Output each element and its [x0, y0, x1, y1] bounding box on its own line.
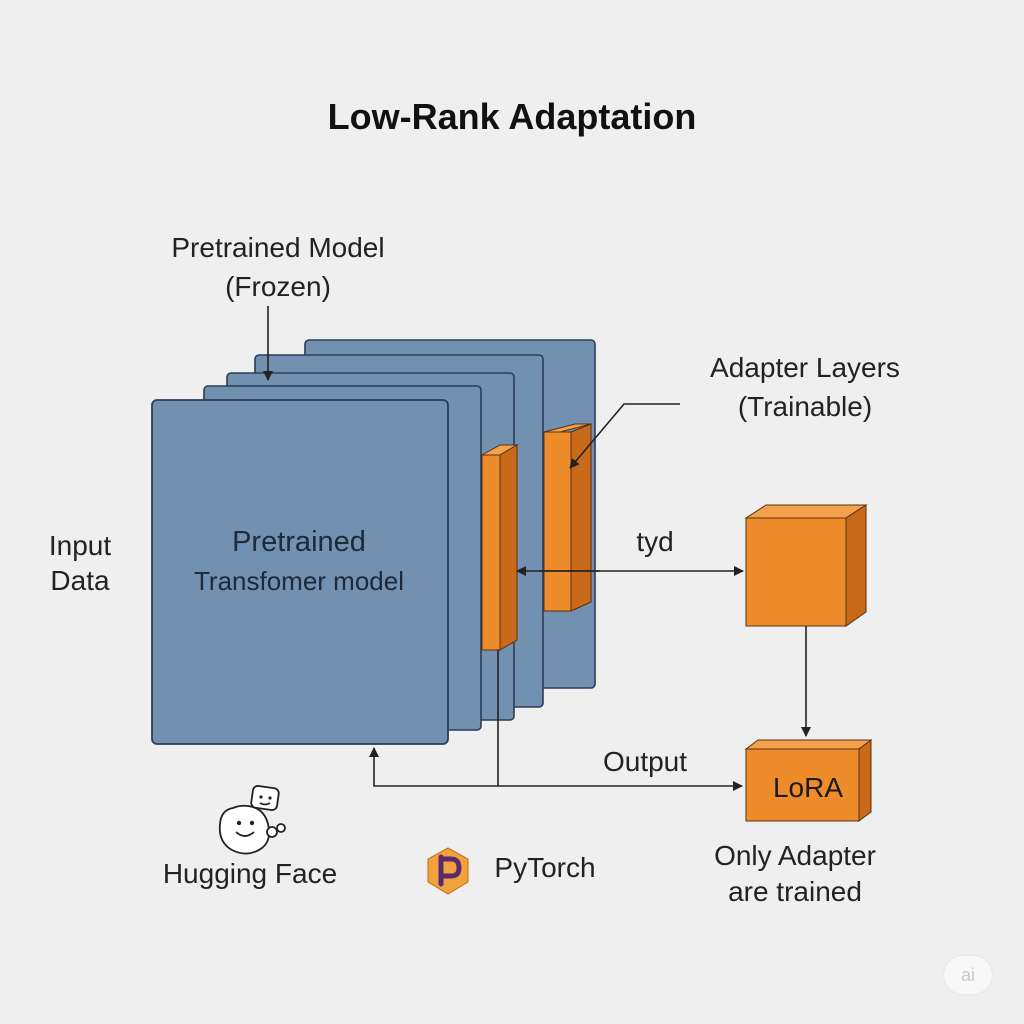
- model-box-title: Pretrained: [232, 526, 366, 558]
- hugging-face-icon: [218, 785, 286, 855]
- adapter-layers-label: Adapter Layers (Trainable): [680, 348, 930, 426]
- lora-box-label: LoRA: [772, 772, 844, 803]
- adapter-slab-back: [543, 423, 592, 612]
- output-label: Output: [602, 746, 688, 777]
- ai-badge: ai: [944, 956, 992, 994]
- pytorch-label: PyTorch: [494, 852, 596, 883]
- trained-note-line2: are trained: [728, 876, 862, 907]
- model-box-subtitle: Transfomer model: [194, 566, 404, 596]
- pytorch-icon: [427, 847, 469, 895]
- adapter-slab-front: [480, 444, 519, 651]
- diagram-title: Low-Rank Adaptation: [327, 96, 697, 137]
- frozen-model-label-line2: (Frozen): [225, 271, 331, 302]
- frozen-model-label-line1: Pretrained Model: [171, 232, 385, 263]
- lora-box: [744, 739, 873, 822]
- adapter-pointer-arrow: [569, 403, 680, 469]
- frozen-model-label: Pretrained Model (Frozen): [128, 228, 428, 306]
- adapter-layers-label-line2: (Trainable): [737, 391, 873, 422]
- input-data-label-line2: Data: [50, 565, 110, 596]
- edge-label: tyd: [636, 526, 674, 557]
- input-data-label-line1: Input: [48, 530, 112, 561]
- trained-note-line1: Only Adapter: [714, 840, 876, 871]
- output-loop-arrow: [369, 747, 498, 787]
- hugging-face-label: Hugging Face: [162, 858, 338, 889]
- arrow-icon: [263, 306, 811, 791]
- trained-note: Only Adapter are trained: [680, 838, 910, 910]
- pretrained-transformer-panel: [151, 399, 449, 745]
- trainable-adapter-cube: [744, 504, 868, 627]
- adapter-layers-label-line1: Adapter Layers: [710, 352, 900, 383]
- input-data-label: Input Data: [20, 528, 140, 598]
